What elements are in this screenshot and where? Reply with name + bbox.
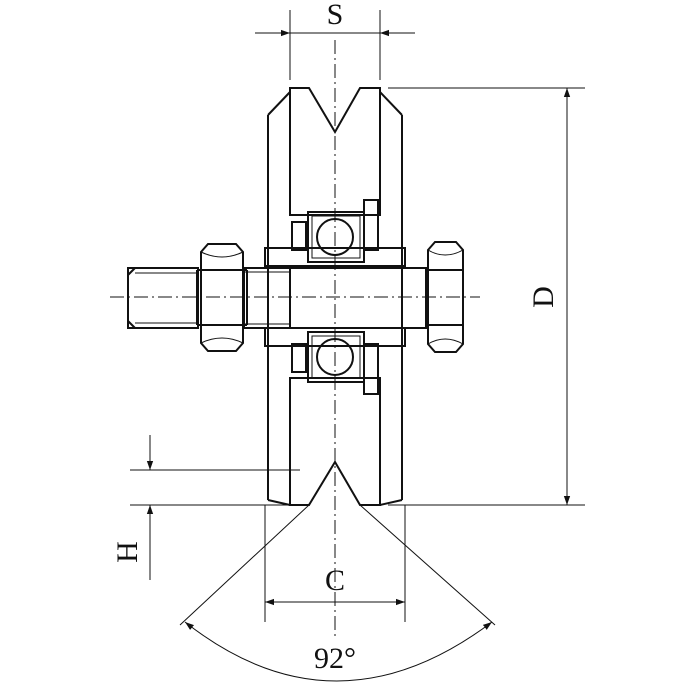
dimension-s-label: S	[327, 0, 344, 31]
bearing-upper	[291, 199, 379, 263]
dimension-c-label: C	[325, 564, 345, 597]
dimension-angle: 92°	[179, 504, 496, 682]
dimension-d-label: D	[527, 286, 560, 308]
dimension-h: H	[111, 435, 300, 580]
wheel	[267, 87, 403, 506]
dimension-c: C	[264, 505, 406, 622]
bolt-shaft	[127, 267, 427, 329]
dimension-d: D	[388, 87, 585, 506]
hex-nut-right	[427, 241, 464, 353]
dimension-angle-label: 92°	[314, 642, 356, 675]
dimension-s: S	[255, 0, 415, 80]
dimension-h-label: H	[111, 541, 144, 563]
hex-nut-left	[196, 243, 248, 352]
threaded-end	[127, 267, 199, 329]
wheel-upper-section	[289, 87, 381, 216]
retaining-washer-lower	[363, 343, 379, 395]
retaining-washer-upper	[363, 199, 379, 251]
